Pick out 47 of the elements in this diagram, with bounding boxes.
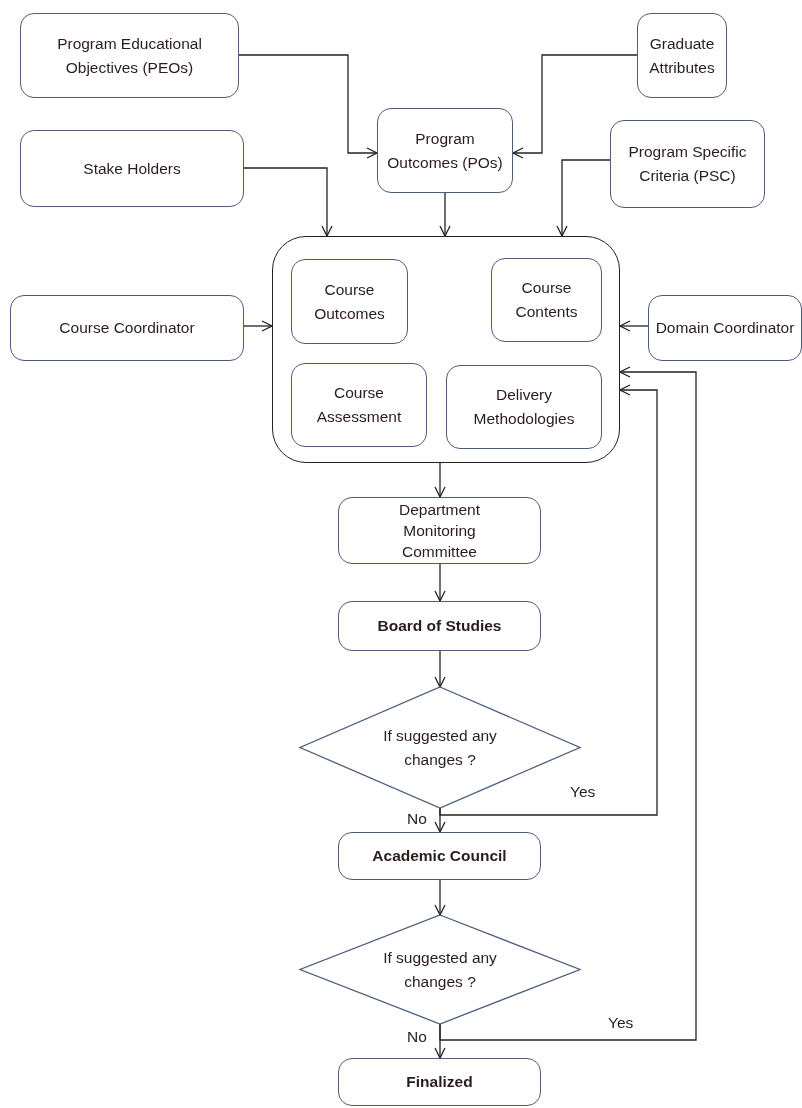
arrow bbox=[619, 320, 649, 332]
process-box bbox=[338, 832, 541, 880]
arrow bbox=[434, 462, 446, 498]
arrow bbox=[238, 54, 378, 159]
arrow bbox=[434, 563, 446, 602]
process-box bbox=[491, 258, 602, 342]
node-label: Course Coordinator bbox=[58, 318, 196, 338]
node-label: Program Specific Criteria (PSC) bbox=[627, 142, 748, 186]
node-label: Stake Holders bbox=[82, 158, 182, 179]
node-label: If suggested any changes ? bbox=[382, 947, 498, 992]
arrow bbox=[439, 366, 697, 1041]
process-box bbox=[377, 108, 513, 193]
arrow bbox=[434, 650, 446, 688]
node-label: Course Outcomes bbox=[313, 279, 386, 324]
node-label: Graduate Attributes bbox=[648, 33, 716, 78]
process-box bbox=[338, 497, 541, 564]
arrow bbox=[434, 879, 446, 916]
process-box bbox=[637, 13, 727, 98]
process-box bbox=[338, 601, 541, 651]
process-box bbox=[291, 363, 427, 447]
process-box bbox=[338, 1058, 541, 1106]
process-box bbox=[20, 13, 239, 98]
arrow bbox=[439, 192, 451, 237]
process-box bbox=[446, 365, 602, 449]
process-box bbox=[648, 295, 802, 361]
process-box bbox=[10, 295, 244, 361]
arrow bbox=[243, 167, 333, 237]
node-label: Board of Studies bbox=[376, 616, 503, 636]
arrow bbox=[556, 159, 611, 237]
node-label: Domain Coordinator bbox=[654, 318, 796, 338]
arrow bbox=[439, 384, 658, 816]
process-box bbox=[291, 259, 408, 344]
arrow bbox=[243, 320, 273, 332]
group-box bbox=[272, 236, 620, 463]
node-label: Course Assessment bbox=[315, 383, 403, 427]
node-label: Academic Council bbox=[371, 846, 508, 866]
node-label: If suggested any changes ? bbox=[382, 725, 498, 770]
process-box bbox=[20, 130, 244, 207]
process-box bbox=[610, 120, 765, 208]
node-label: Department Monitoring Committee bbox=[398, 500, 481, 562]
decision-diamond bbox=[300, 915, 580, 1024]
node-label: Finalized bbox=[405, 1072, 474, 1092]
arrow bbox=[512, 54, 638, 159]
node-label: Program Educational Objectives (PEOs) bbox=[56, 33, 203, 78]
node-label: Delivery Methodologies bbox=[472, 385, 576, 429]
node-label: Program Outcomes (POs) bbox=[386, 128, 504, 173]
node-label: Course Contents bbox=[514, 278, 579, 322]
